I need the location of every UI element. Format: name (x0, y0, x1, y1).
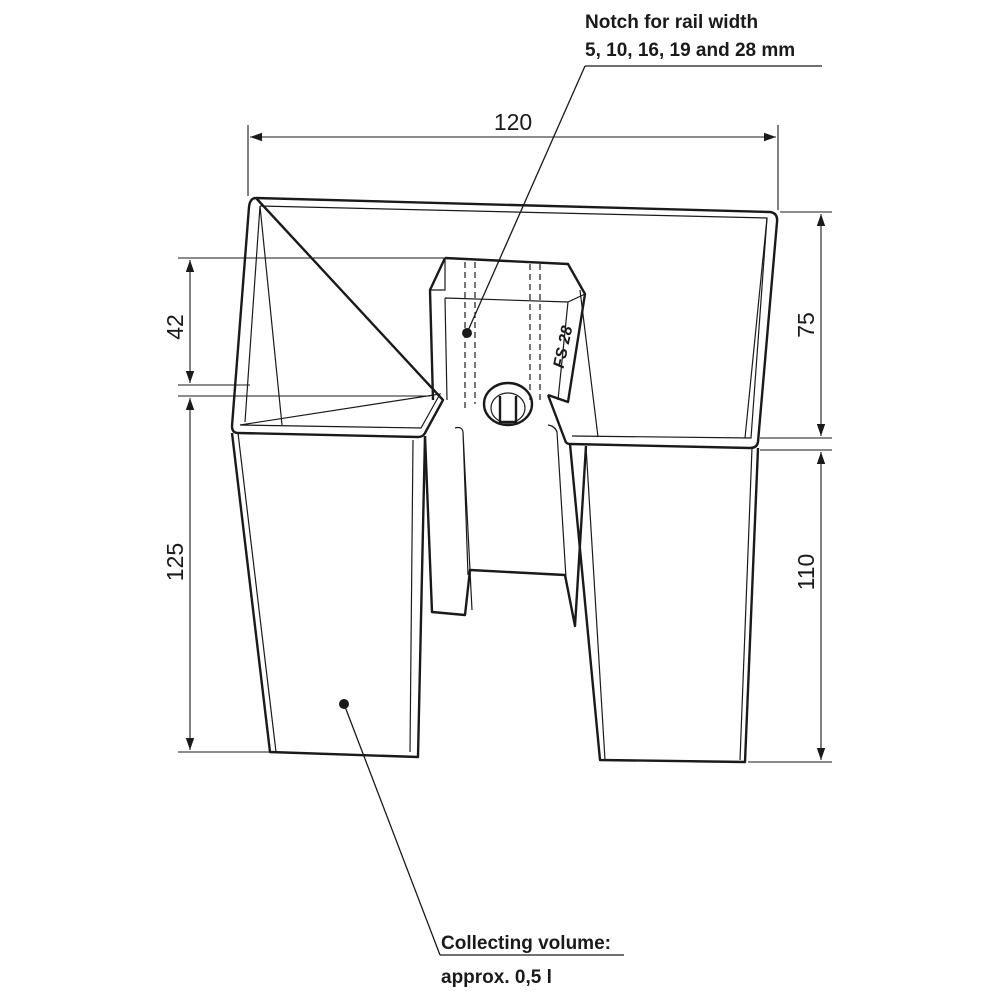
volume-note-line2: approx. 0,5 l (441, 967, 552, 988)
notch-block-edges (430, 258, 586, 401)
drain-plug (482, 381, 534, 427)
dimension-110: 110 (748, 449, 832, 763)
rim-inner (239, 205, 768, 439)
right-bin-inner-walls (579, 217, 768, 439)
notch-note-line2: 5, 10, 16, 19 and 28 mm (585, 40, 795, 61)
dimension-125: 125 (162, 395, 430, 753)
dim-42-label: 42 (162, 314, 188, 340)
rail-notch-hidden-lines (464, 262, 541, 410)
dim-125-label: 125 (162, 543, 188, 581)
left-bin-inner-walls (244, 205, 283, 426)
dim-120-label: 120 (494, 109, 532, 135)
dim-75-label: 75 (793, 312, 819, 338)
dimension-75: 75 (760, 211, 832, 439)
dimension-120: 120 (247, 109, 779, 210)
notch-callout: Notch for rail width 5, 10, 16, 19 and 2… (462, 12, 822, 338)
dimension-42: 42 (162, 257, 445, 386)
right-leg (568, 443, 760, 764)
notch-leader-dot (462, 328, 472, 338)
center-channel-inner (454, 424, 567, 611)
notch-note-line1: Notch for rail width (585, 12, 758, 33)
volume-callout: Collecting volume: approx. 0,5 l (339, 699, 624, 988)
collector-body (230, 196, 779, 764)
rim-outer (230, 196, 779, 450)
left-leg (230, 432, 427, 759)
volume-note-line1: Collecting volume: (441, 933, 611, 954)
leg-inner-edges (237, 432, 753, 761)
dim-110-label: 110 (793, 554, 819, 591)
part-marking-label: FS 28 (551, 324, 577, 369)
center-channel (423, 435, 588, 628)
